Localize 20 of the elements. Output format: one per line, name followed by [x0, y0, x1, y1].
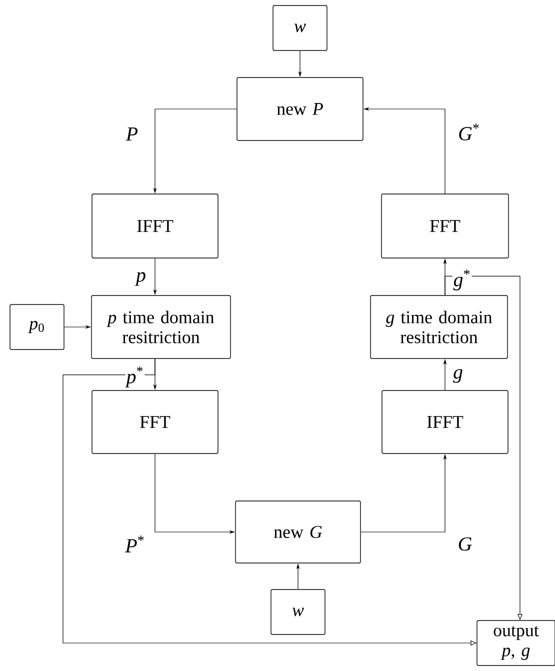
input-box: w — [270, 589, 326, 635]
edge-label: p — [134, 272, 146, 286]
process-box: IFFT — [382, 390, 508, 454]
edge-label: g$^{*}$ — [453, 270, 470, 290]
process-box: IFFT — [92, 194, 218, 258]
process-box: p time domain resitriction — [91, 295, 231, 359]
output-box: output p, g — [476, 620, 555, 666]
input-box: p$_{0}$ — [10, 304, 64, 350]
edge-label: G$^{*}$ — [459, 124, 479, 140]
edge-label: p$^{*}$ — [125, 366, 143, 388]
process-box: new G — [235, 500, 361, 564]
edge-label: P — [126, 127, 138, 141]
process-box: g time domain resitriction — [370, 295, 508, 359]
input-box: w — [272, 5, 328, 51]
edge-label: P$^{*}$ — [125, 536, 144, 552]
process-box: FFT — [381, 194, 509, 258]
process-box: new P — [236, 77, 364, 141]
edge-label: g — [453, 369, 462, 383]
process-box: FFT — [92, 390, 218, 454]
edge-label: G — [458, 537, 472, 551]
